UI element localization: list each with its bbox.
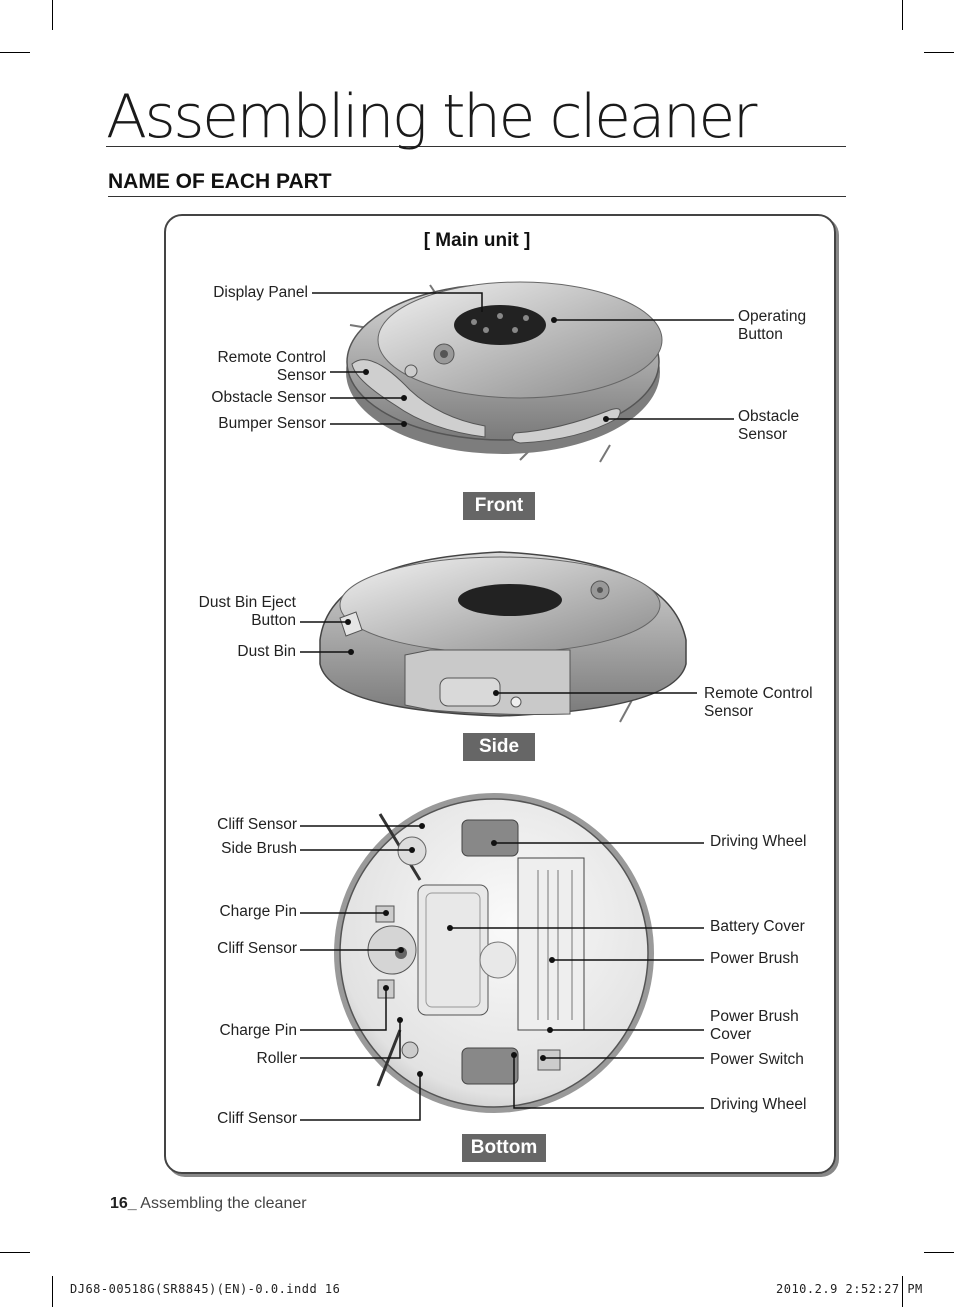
label-line: Obstacle	[738, 408, 800, 425]
label-line: Cover	[710, 1026, 752, 1043]
label-line: Sensor	[704, 703, 754, 720]
slug-left: DJ68-00518G(SR8845)(EN)-0.0.indd 16	[70, 1282, 341, 1296]
label-line: Button	[738, 326, 783, 343]
page-footer: 16_ Assembling the cleaner	[110, 1195, 307, 1213]
label-operating-button: Operating Button	[738, 308, 806, 344]
label-cliff-sensor-2: Cliff Sensor	[217, 940, 297, 957]
crop-mark	[902, 1276, 903, 1307]
footer-label: Assembling the cleaner	[136, 1195, 307, 1212]
label-line: Power Brush	[710, 1008, 799, 1025]
crop-mark	[902, 0, 903, 30]
side-view-robot	[319, 551, 687, 723]
slug-right: 2010.2.9 2:52:27 PM	[776, 1282, 923, 1296]
crop-mark	[52, 0, 53, 30]
panel-title: [ Main unit ]	[423, 230, 531, 251]
label-obstacle-sensor-left: Obstacle Sensor	[211, 389, 326, 406]
label-obstacle-sensor-right: Obstacle Sensor	[738, 408, 799, 444]
label-driving-wheel-1: Driving Wheel	[710, 833, 807, 850]
label-power-switch: Power Switch	[710, 1051, 804, 1068]
label-dust-bin: Dust Bin	[237, 643, 296, 660]
label-display-panel: Display Panel	[213, 284, 308, 301]
label-remote-control-sensor: Remote Control Sensor	[217, 349, 326, 385]
crop-mark	[0, 1252, 30, 1253]
label-power-brush: Power Brush	[710, 950, 799, 967]
label-charge-pin-1: Charge Pin	[219, 903, 297, 920]
crop-mark	[924, 1252, 954, 1253]
label-line: Remote Control	[217, 349, 326, 366]
leader-lines	[300, 292, 734, 1121]
crop-mark	[0, 52, 30, 53]
label-side-brush: Side Brush	[221, 840, 297, 857]
label-cliff-sensor-1: Cliff Sensor	[217, 816, 297, 833]
label-line: Button	[251, 612, 296, 629]
label-bumper-sensor: Bumper Sensor	[218, 415, 326, 432]
label-line: Dust Bin Eject	[198, 594, 296, 611]
crop-mark	[924, 52, 954, 53]
label-roller: Roller	[256, 1050, 297, 1067]
label-charge-pin-2: Charge Pin	[219, 1022, 297, 1039]
bottom-tag: Bottom	[462, 1134, 546, 1162]
page-title: Assembling the cleaner	[106, 87, 846, 147]
label-line: Sensor	[738, 426, 788, 443]
label-line: Remote Control	[704, 685, 813, 702]
label-driving-wheel-2: Driving Wheel	[710, 1096, 807, 1113]
crop-mark	[52, 1276, 53, 1307]
page-number: 16_	[110, 1195, 137, 1212]
label-battery-cover: Battery Cover	[710, 918, 805, 935]
label-power-brush-cover: Power Brush Cover	[710, 1008, 799, 1044]
front-view-robot	[346, 281, 663, 463]
label-cliff-sensor-3: Cliff Sensor	[217, 1110, 297, 1127]
front-tag: Front	[463, 492, 535, 520]
main-unit-panel	[164, 214, 836, 1174]
section-heading: NAME OF EACH PART	[108, 170, 846, 197]
label-line: Operating	[738, 308, 807, 325]
label-dust-bin-eject-button: Dust Bin Eject Button	[199, 594, 296, 630]
label-remote-control-sensor-side: Remote Control Sensor	[704, 685, 813, 721]
label-line: Sensor	[276, 367, 326, 384]
side-tag: Side	[463, 733, 535, 761]
